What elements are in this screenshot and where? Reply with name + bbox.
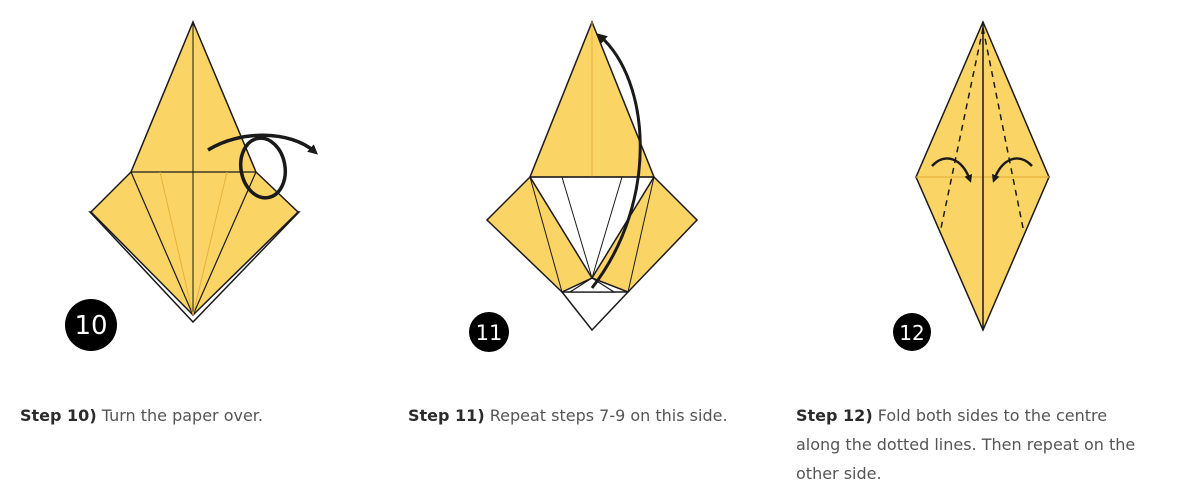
- step-12-caption: Step 12) Fold both sides to the centre a…: [796, 401, 1141, 488]
- step-12-badge: 12: [893, 313, 931, 351]
- step-11-number: 11: [476, 321, 503, 345]
- step-10-figure: 10: [65, 20, 319, 351]
- dotted-fold-line-right: [982, 27, 1025, 234]
- fold-inward-arrow-icon: [931, 157, 1033, 183]
- step-11-badge: 11: [469, 312, 509, 352]
- step-11-back-layer: [560, 291, 630, 332]
- step-10-number: 10: [74, 311, 107, 341]
- step-12-number: 12: [899, 321, 924, 345]
- step-11-caption: Step 11) Repeat steps 7-9 on this side.: [408, 401, 768, 430]
- turn-over-arrow-icon: [207, 133, 319, 200]
- step-10-label: Step 10): [20, 406, 97, 425]
- step-11-figure: 11: [469, 19, 699, 352]
- origami-diagram: 10 11: [65, 19, 1050, 352]
- dotted-fold-line-left: [939, 27, 984, 234]
- step-12-text: Fold both sides to the centre along the …: [796, 406, 1136, 483]
- step-10-kite: [89, 20, 300, 317]
- fold-up-arrow-icon: [590, 33, 642, 289]
- step-11-text: Repeat steps 7-9 on this side.: [489, 406, 728, 425]
- step-11-right-flap: [590, 175, 699, 293]
- step-12-figure: 12: [893, 20, 1050, 351]
- step-12-label: Step 12): [796, 406, 873, 425]
- step-10-caption: Step 10) Turn the paper over.: [20, 401, 380, 430]
- step-11-left-flap: [485, 175, 594, 293]
- step-10-text: Turn the paper over.: [101, 406, 263, 425]
- step-11-label: Step 11): [408, 406, 485, 425]
- step-10-badge: 10: [65, 299, 117, 351]
